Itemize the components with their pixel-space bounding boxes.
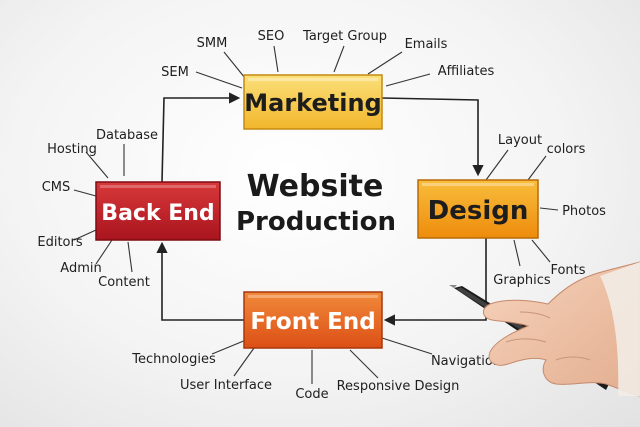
subitem-photos: Photos — [562, 204, 606, 219]
subitem-target-group: Target Group — [302, 29, 387, 44]
arrow-frontend-to-backend — [156, 241, 244, 321]
cycle-arrows — [156, 92, 487, 326]
subitem-affiliates: Affiliates — [438, 64, 495, 79]
title-line-2: Production — [236, 207, 396, 237]
spoke-lines — [73, 45, 559, 384]
center-title: Website Production — [236, 169, 396, 237]
subitem-responsive-design: Responsive Design — [337, 379, 460, 394]
subitem-smm: SMM — [197, 36, 228, 51]
design-subitems: Layout colors Photos Graphics Fonts — [493, 133, 606, 288]
back-end-node: Back End — [95, 181, 221, 241]
arrow-marketing-to-design — [381, 97, 484, 177]
front-end-node: Front End — [243, 291, 383, 349]
marketing-node: Marketing — [243, 74, 383, 130]
subitem-admin: Admin — [60, 261, 101, 276]
arrow-design-to-frontend — [383, 236, 487, 326]
subitem-graphics: Graphics — [493, 273, 551, 288]
hand-with-pen-illustration — [449, 261, 640, 397]
subitem-code: Code — [295, 387, 328, 402]
subitem-sem: SEM — [161, 65, 189, 80]
design-node: Design — [417, 179, 539, 239]
front-end-label: Front End — [250, 309, 375, 335]
back-end-subitems: Hosting Database CMS Editors Admin Conte… — [37, 128, 158, 290]
subitem-technologies: Technologies — [131, 352, 216, 367]
subitem-database: Database — [96, 128, 158, 143]
marketing-subitems: SMM SEO Target Group Emails SEM Affiliat… — [161, 29, 494, 80]
front-end-subitems: Technologies User Interface Code Respons… — [131, 352, 501, 402]
subitem-layout: Layout — [498, 133, 542, 148]
subitem-emails: Emails — [405, 37, 448, 52]
marketing-label: Marketing — [244, 89, 381, 117]
title-line-1: Website — [247, 169, 384, 204]
subitem-cms: CMS — [42, 180, 71, 195]
back-end-label: Back End — [101, 201, 214, 226]
subitem-fonts: Fonts — [550, 263, 585, 278]
subitem-seo: SEO — [258, 29, 285, 44]
design-label: Design — [428, 196, 529, 226]
hand-icon — [483, 261, 640, 397]
subitem-editors: Editors — [37, 235, 82, 250]
subitem-navigation: Navigation — [431, 354, 501, 369]
subitem-hosting: Hosting — [47, 142, 97, 157]
arrow-backend-to-marketing — [161, 92, 241, 183]
subitem-colors: colors — [547, 142, 586, 157]
subitem-user-interface: User Interface — [180, 378, 272, 393]
subitem-content: Content — [98, 275, 150, 290]
